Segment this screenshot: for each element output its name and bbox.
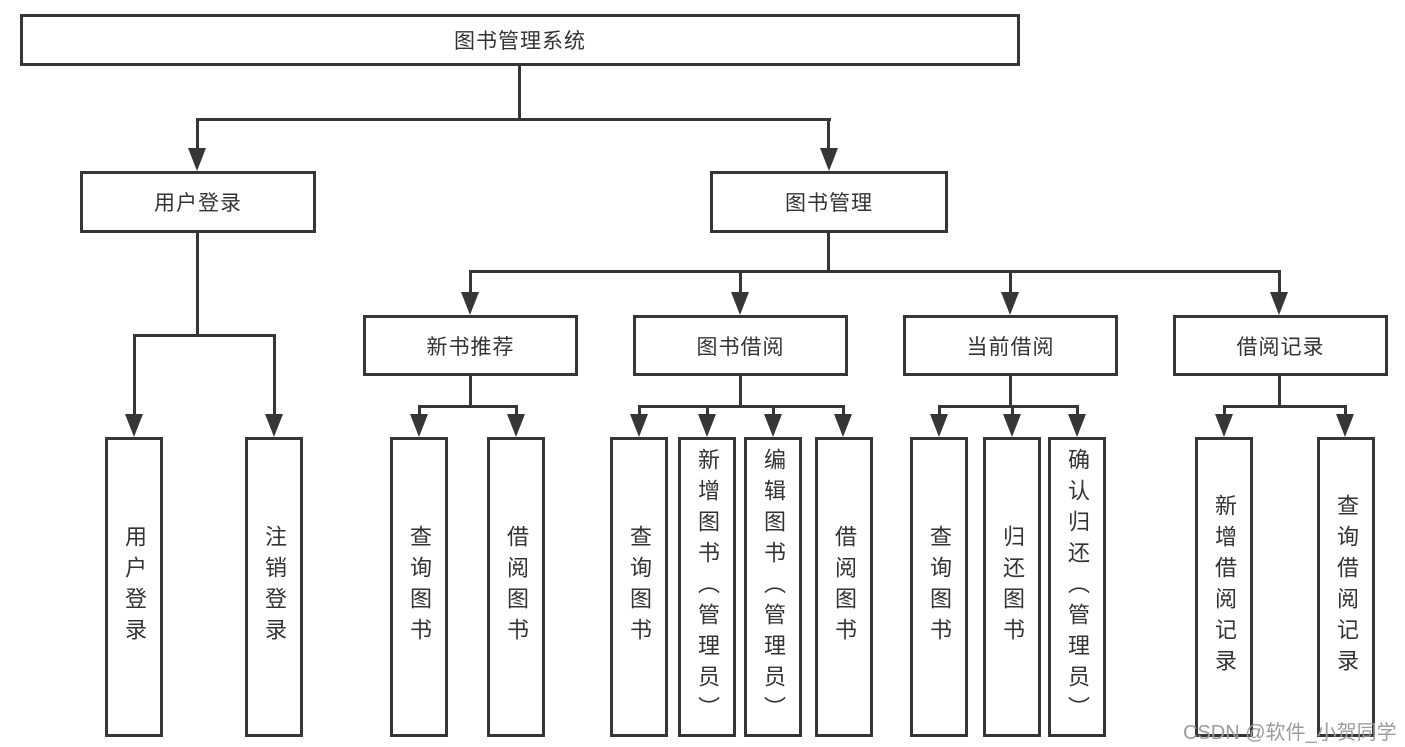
node-label: 图书借阅 <box>696 335 785 359</box>
node-book-borrowing: 图书借阅 <box>633 315 848 376</box>
node-label: 用户登录 <box>154 192 242 215</box>
arrow-down-icon <box>1003 414 1021 437</box>
csdn-watermark: CSDN @软件_小贺同学 <box>1183 722 1397 744</box>
connector-line <box>1278 270 1281 296</box>
connector-line <box>133 334 136 418</box>
leaf-confirm-return-admin: 确认归还（管理员） <box>1048 437 1106 737</box>
arrow-down-icon <box>820 148 838 171</box>
arrow-down-icon <box>188 148 206 171</box>
connector-line <box>1011 405 1014 419</box>
leaf-label: 借阅图书 <box>504 525 529 649</box>
connector-line <box>469 270 1281 273</box>
leaf-label: 注销登录 <box>262 525 287 649</box>
arrow-down-icon <box>930 414 948 437</box>
connector-line <box>772 405 775 419</box>
node-user-login: 用户登录 <box>80 171 316 233</box>
arrow-down-icon <box>1270 292 1288 315</box>
connector-line <box>938 405 941 419</box>
connector-line <box>1009 376 1012 408</box>
arrow-down-icon <box>698 414 716 437</box>
arrow-down-icon <box>265 414 283 437</box>
arrow-down-icon <box>410 414 428 437</box>
connector-line <box>469 270 472 296</box>
connector-line <box>418 405 421 419</box>
node-current-borrowing: 当前借阅 <box>903 315 1118 376</box>
node-borrowing-records: 借阅记录 <box>1173 315 1388 376</box>
connector-line <box>1344 405 1347 419</box>
connector-line <box>827 233 830 273</box>
leaf-label: 查询借阅记录 <box>1334 494 1359 680</box>
arrow-down-icon <box>1001 292 1019 315</box>
node-library-system: 图书管理系统 <box>20 14 1020 66</box>
arrow-down-icon <box>507 414 525 437</box>
leaf-label: 归还图书 <box>1000 525 1025 649</box>
leaf-query-borrow-record: 查询借阅记录 <box>1317 437 1375 737</box>
node-label: 新书推荐 <box>426 335 515 359</box>
connector-line <box>842 405 845 419</box>
arrow-down-icon <box>1336 414 1354 437</box>
connector-line <box>196 118 199 152</box>
node-label: 当前借阅 <box>966 335 1055 359</box>
connector-line <box>196 233 199 336</box>
leaf-label: 新增图书（管理员） <box>695 447 720 727</box>
leaf-label: 确认归还（管理员） <box>1065 447 1090 727</box>
leaf-label: 借阅图书 <box>832 525 857 649</box>
connector-line <box>827 118 830 152</box>
arrow-down-icon <box>1068 414 1086 437</box>
connector-line <box>1076 405 1079 419</box>
connector-line <box>515 405 518 419</box>
arrow-down-icon <box>834 414 852 437</box>
node-label: 借阅记录 <box>1236 335 1325 359</box>
leaf-return-books: 归还图书 <box>983 437 1041 737</box>
arrow-down-icon <box>630 414 648 437</box>
leaf-label: 查询图书 <box>407 525 432 649</box>
leaf-logout: 注销登录 <box>245 437 303 737</box>
leaf-label: 编辑图书（管理员） <box>761 447 786 727</box>
arrow-down-icon <box>1215 414 1233 437</box>
connector-line <box>938 405 1079 408</box>
leaf-query-books-current: 查询图书 <box>910 437 968 737</box>
connector-line <box>518 66 521 120</box>
connector-line <box>469 376 472 408</box>
connector-line <box>1223 405 1226 419</box>
connector-line <box>706 405 709 419</box>
arrow-down-icon <box>764 414 782 437</box>
node-new-book-recommend: 新书推荐 <box>363 315 578 376</box>
leaf-query-books-borrowing: 查询图书 <box>610 437 668 737</box>
arrow-down-icon <box>731 292 749 315</box>
connector-line <box>197 118 831 121</box>
arrow-down-icon <box>125 414 143 437</box>
leaf-edit-books-admin: 编辑图书（管理员） <box>744 437 802 737</box>
connector-line <box>1223 405 1347 408</box>
node-label: 图书管理 <box>785 192 873 215</box>
connector-line <box>1009 270 1012 296</box>
leaf-borrow-books-recommend: 借阅图书 <box>487 437 545 737</box>
connector-line <box>739 376 742 408</box>
leaf-query-books-recommend: 查询图书 <box>390 437 448 737</box>
leaf-add-borrow-record: 新增借阅记录 <box>1195 437 1253 737</box>
leaf-borrow-books: 借阅图书 <box>815 437 873 737</box>
connector-line <box>638 405 845 408</box>
connector-line <box>638 405 641 419</box>
connector-line <box>1278 376 1281 408</box>
arrow-down-icon <box>461 292 479 315</box>
node-book-management: 图书管理 <box>710 171 948 233</box>
leaf-label: 新增借阅记录 <box>1212 494 1237 680</box>
leaf-add-books-admin: 新增图书（管理员） <box>678 437 736 737</box>
connector-line <box>273 334 276 418</box>
leaf-label: 查询图书 <box>927 525 952 649</box>
node-label: 图书管理系统 <box>454 30 586 53</box>
leaf-label: 查询图书 <box>627 525 652 649</box>
connector-line <box>739 270 742 296</box>
connector-line <box>418 405 518 408</box>
leaf-user-login: 用户登录 <box>105 437 163 737</box>
leaf-label: 用户登录 <box>122 525 147 649</box>
connector-line <box>133 334 275 337</box>
